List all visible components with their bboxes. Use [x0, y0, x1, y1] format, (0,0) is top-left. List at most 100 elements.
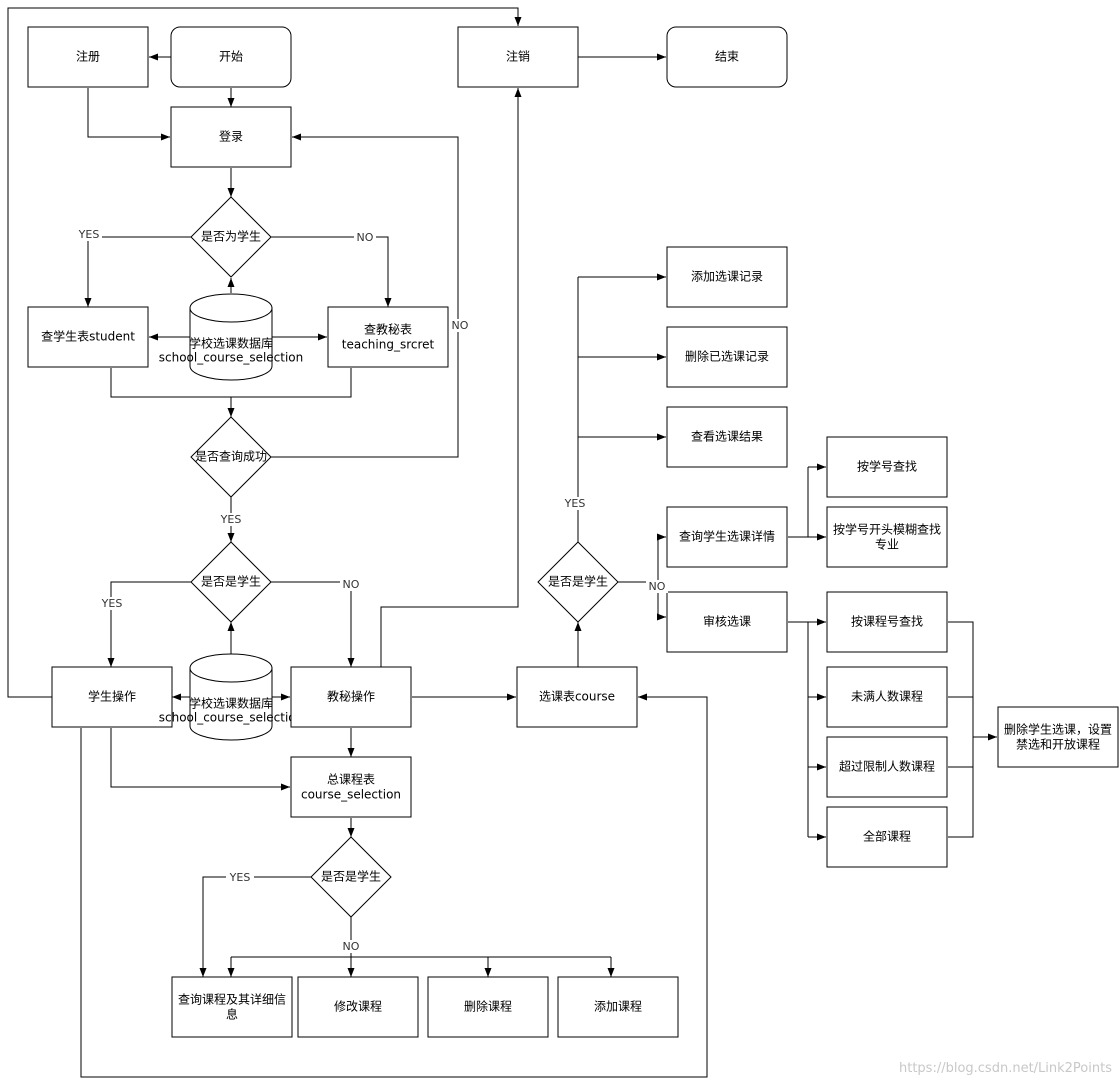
- logout-box[interactable]: [457, 26, 579, 88]
- edge-detail-trunk: [788, 467, 809, 538]
- edge-label-yes-3: YES: [101, 597, 123, 610]
- database-cylinder-2[interactable]: [189, 653, 273, 741]
- is-student-decision-1-label: 是否为学生: [201, 229, 261, 244]
- not-full-label: 未满人数课程: [851, 689, 923, 704]
- query-course-label-line2: 息: [226, 1007, 238, 1022]
- start-terminal[interactable]: [170, 26, 292, 88]
- final-action-box[interactable]: [997, 706, 1119, 768]
- edge-review-trunk: [788, 621, 809, 837]
- nodes: 注册 开始 注销 结束 登录 是否为学生 查学生表student 学校选课数据库…: [27, 26, 1119, 1038]
- is-student-decision-2[interactable]: [190, 541, 272, 623]
- final-action-label-line1: 删除学生选课，设置: [1004, 722, 1112, 737]
- login-label: 登录: [219, 129, 243, 144]
- edge-no-review: [657, 582, 666, 621]
- query-detail-box[interactable]: [666, 506, 788, 568]
- query-course-label-line1: 查询课程及其详细信: [178, 992, 286, 1007]
- is-student-decision-4[interactable]: [537, 541, 619, 623]
- edge-decision5-yes: [199, 876, 311, 977]
- edge-decision3-yes: [107, 581, 191, 667]
- register-box[interactable]: [27, 26, 149, 88]
- by-course-id-label: 按课程号查找: [851, 614, 923, 629]
- edge-filters-merge: [948, 621, 974, 838]
- is-student-decision-3-label: 是否是学生: [321, 869, 381, 884]
- edge-label-no-4: NO: [343, 940, 360, 953]
- delete-course-box[interactable]: [427, 976, 549, 1038]
- query-success-decision[interactable]: [190, 416, 272, 498]
- selection-table-label: 选课表course: [539, 690, 615, 704]
- edge-decision1-yes: [84, 236, 191, 307]
- review-label: 审核选课: [703, 614, 751, 629]
- database-1-label-line1: 学校选课数据库: [189, 336, 273, 351]
- edge-label-no-3: NO: [343, 578, 360, 591]
- over-limit-label: 超过限制人数课程: [839, 759, 935, 774]
- modify-course-box[interactable]: [297, 976, 419, 1038]
- all-courses-box[interactable]: [826, 806, 948, 868]
- database-2-label-line2: school_course_selection: [159, 711, 304, 725]
- is-student-decision-1[interactable]: [190, 196, 272, 278]
- edge-student-op-selection: [80, 693, 708, 1078]
- watermark-text: https://blog.csdn.net/Link2Points: [899, 1061, 1112, 1076]
- is-student-decision-3[interactable]: [310, 836, 392, 918]
- edges: [7, 7, 997, 1078]
- edge-labels: YES NO NO YES YES NO YES NO YES NO: [76, 228, 668, 953]
- not-full-box[interactable]: [826, 666, 948, 728]
- edge-label-yes-4: YES: [229, 871, 251, 884]
- query-detail-label: 查询学生选课详情: [679, 529, 775, 544]
- delete-course-label: 删除课程: [464, 999, 512, 1014]
- selection-table-box[interactable]: [516, 666, 638, 728]
- review-box[interactable]: [666, 591, 788, 653]
- delete-record-label: 删除已选课记录: [685, 349, 769, 364]
- edge-secretary-op-logout: [380, 88, 522, 667]
- is-student-decision-4-label: 是否是学生: [548, 574, 608, 589]
- edge-label-yes-1: YES: [78, 228, 100, 241]
- end-terminal[interactable]: [666, 26, 788, 88]
- over-limit-box[interactable]: [826, 736, 948, 798]
- query-secretary-box[interactable]: [327, 306, 449, 368]
- student-op-label: 学生操作: [88, 689, 136, 704]
- database-cylinder-1[interactable]: [189, 293, 273, 381]
- student-op-box[interactable]: [51, 666, 173, 728]
- database-2-label-line1: 学校选课数据库: [189, 696, 273, 711]
- total-course-label-line2: course_selection: [301, 788, 401, 802]
- edge-student-op-logout: [7, 7, 522, 698]
- query-secretary-label-line1: 查教秘表: [364, 322, 412, 337]
- query-student-box[interactable]: [27, 306, 149, 368]
- logout-label: 注销: [506, 49, 530, 64]
- by-student-id-box[interactable]: [826, 436, 948, 498]
- view-result-box[interactable]: [666, 406, 788, 468]
- by-prefix-label-line1: 按学号开头模糊查找: [833, 522, 941, 537]
- end-label: 结束: [715, 50, 739, 64]
- total-course-box[interactable]: [290, 756, 412, 818]
- query-course-box[interactable]: [171, 976, 293, 1038]
- edge-decision3-no: [271, 581, 355, 667]
- add-record-box[interactable]: [666, 246, 788, 308]
- secretary-op-label: 教秘操作: [327, 689, 375, 704]
- view-result-label: 查看选课结果: [691, 430, 763, 444]
- total-course-label-line1: 总课程表: [327, 772, 375, 787]
- edge-register-login: [87, 88, 170, 141]
- by-prefix-label-line2: 专业: [875, 537, 899, 552]
- add-course-box[interactable]: [557, 976, 679, 1038]
- register-label: 注册: [76, 49, 100, 64]
- all-courses-label: 全部课程: [863, 829, 911, 844]
- delete-record-box[interactable]: [666, 326, 788, 388]
- edge-label-yes-5: YES: [564, 497, 586, 510]
- edge-decision1-no: [271, 236, 392, 307]
- final-action-label-line2: 禁选和开放课程: [1016, 737, 1100, 752]
- edge-student-op-total: [110, 728, 290, 791]
- query-success-label: 是否查询成功: [195, 450, 267, 464]
- add-record-label: 添加选课记录: [691, 270, 763, 284]
- by-course-id-box[interactable]: [826, 591, 948, 653]
- add-course-label: 添加课程: [594, 999, 642, 1014]
- edge-decision2-no: [271, 133, 459, 458]
- edge-label-no-1: NO: [357, 231, 374, 244]
- by-prefix-box[interactable]: [826, 506, 948, 568]
- database-1-label-line2: school_course_selection: [159, 351, 304, 365]
- is-student-decision-2-label: 是否是学生: [201, 574, 261, 589]
- secretary-op-box[interactable]: [290, 666, 412, 728]
- query-secretary-label-line2: teaching_srcret: [342, 338, 435, 352]
- login-box[interactable]: [170, 106, 292, 168]
- edge-no-query-detail: [657, 533, 666, 582]
- edge-label-no-5: NO: [649, 580, 666, 593]
